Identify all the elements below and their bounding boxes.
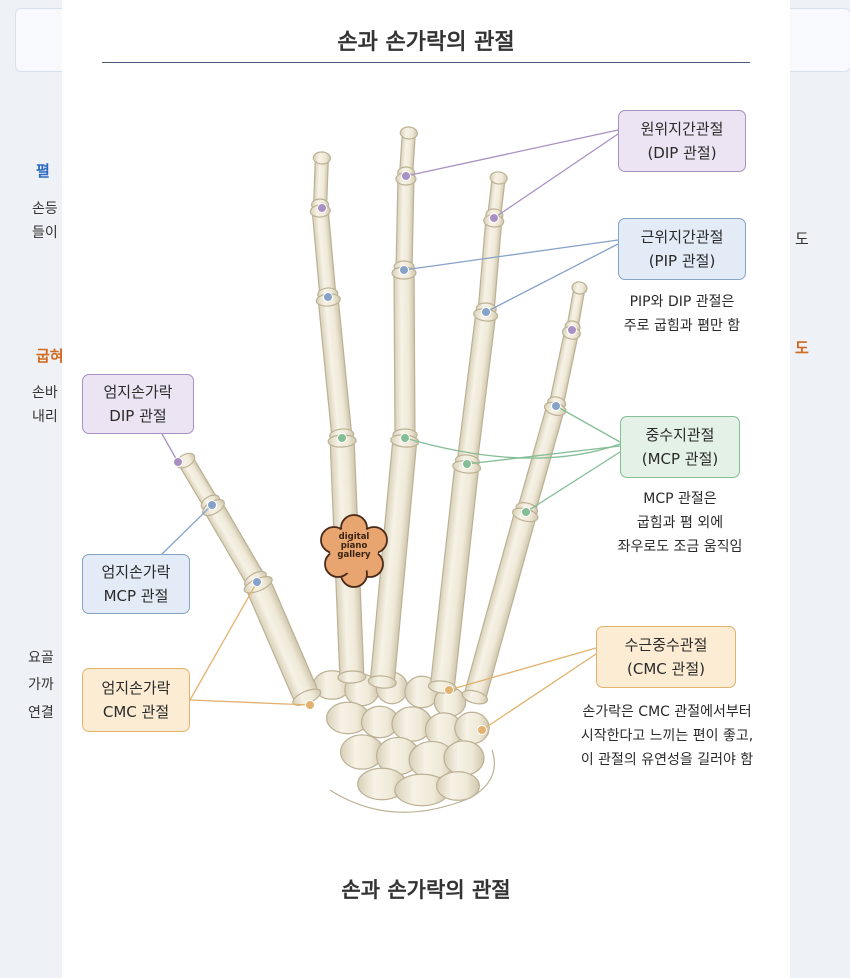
background-fragment: 도 xyxy=(795,339,809,357)
hand-skeleton-illustration xyxy=(161,126,621,813)
thumb-cmc-leader-line xyxy=(189,581,258,701)
background-line: 요골 xyxy=(28,650,54,666)
wrist-outline xyxy=(329,749,495,813)
thumb-phalanx xyxy=(243,576,322,706)
pip-joint-dot xyxy=(481,307,491,317)
index-phalanx xyxy=(309,204,339,301)
dip-leader-line xyxy=(405,129,619,177)
middle-phalanx xyxy=(393,172,417,274)
mcp-joint-dot xyxy=(337,433,347,443)
pip-joint-dot xyxy=(323,292,333,302)
ring-phalanx xyxy=(427,460,482,694)
dip-leader-line xyxy=(493,133,619,219)
mcp-joint-dot xyxy=(521,507,531,517)
carpal-bone xyxy=(435,771,481,801)
digital-piano-gallery-logo: digital piano gallery xyxy=(316,512,392,588)
background-line: 연결 xyxy=(28,705,54,721)
background-line: 내리 xyxy=(32,409,58,425)
dip-joint-dot xyxy=(401,171,411,181)
logo-text-line: piano xyxy=(340,541,368,551)
label-dip-joint: 원위지간관절(DIP 관절) xyxy=(618,110,746,172)
background-line: 가까 xyxy=(28,677,54,693)
label-cmc-joint: 수근중수관절(CMC 관절) xyxy=(596,626,736,688)
middle-phalanx xyxy=(367,434,420,689)
dip-joint-dot xyxy=(317,203,327,213)
background-line: 들이 xyxy=(32,225,58,241)
cmc-joint-dot xyxy=(477,725,487,735)
thumb-mcp-leader-line xyxy=(161,504,213,555)
mcp-leader-line xyxy=(404,437,621,459)
pip-leader-line xyxy=(485,243,619,313)
ring-phalanx xyxy=(475,214,505,316)
thumb-dip-joint-dot xyxy=(173,457,183,467)
thumb-mcp-joint-dot xyxy=(207,500,217,510)
diagram-panel: 손과 손가락의 관절 d xyxy=(62,0,790,978)
ring-phalanx xyxy=(454,308,499,468)
little-phalanx xyxy=(461,507,539,705)
diagram-title: 손과 손가락의 관절 xyxy=(337,30,515,55)
title-underline xyxy=(102,62,750,63)
mcp-leader-line xyxy=(525,451,621,513)
background-heading-1: 펼 xyxy=(36,162,50,180)
cmc-leader-line xyxy=(481,653,597,731)
mcp-joint-dot xyxy=(462,459,472,469)
little-phalanx xyxy=(564,281,588,334)
logo-text-line: digital xyxy=(338,532,370,542)
pip-leader-line xyxy=(403,239,619,271)
background-line: 손등 xyxy=(32,201,58,217)
mcp-leader-line xyxy=(466,445,621,465)
thumb-cmc-leader-line xyxy=(189,699,311,706)
little-phalanx xyxy=(515,401,567,517)
diagram-caption: 손과 손가락의 관절 xyxy=(341,878,511,902)
background-fragment: 도 xyxy=(795,230,809,248)
thumb-phalanx xyxy=(202,499,267,588)
thumb-mcp-joint-dot xyxy=(252,577,262,587)
label-mcp-joint: 중수지관절(MCP 관절) xyxy=(620,416,740,478)
little-phalanx xyxy=(547,326,581,410)
thumb-dip-leader-line xyxy=(161,433,179,463)
dip-joint-dot xyxy=(567,325,577,335)
logo-text-line: gallery xyxy=(337,550,371,560)
pip-joint-dot xyxy=(399,265,409,275)
thumb-cmc-joint-dot xyxy=(305,700,315,710)
middle-phalanx xyxy=(391,266,418,442)
dip-joint-dot xyxy=(489,213,499,223)
mcp-joint-dot xyxy=(400,433,410,443)
cmc-joint-dot xyxy=(444,685,454,695)
background-line: 손바 xyxy=(32,385,58,401)
mcp-leader-line xyxy=(555,405,621,443)
label-pip-joint: 근위지간관절(PIP 관절) xyxy=(618,218,746,280)
carpal-bone xyxy=(443,740,485,776)
background-heading-2: 굽혀 xyxy=(36,347,64,365)
pip-joint-dot xyxy=(551,401,561,411)
index-phalanx xyxy=(311,151,331,212)
index-phalanx xyxy=(315,293,355,442)
cmc-leader-line xyxy=(448,647,597,691)
